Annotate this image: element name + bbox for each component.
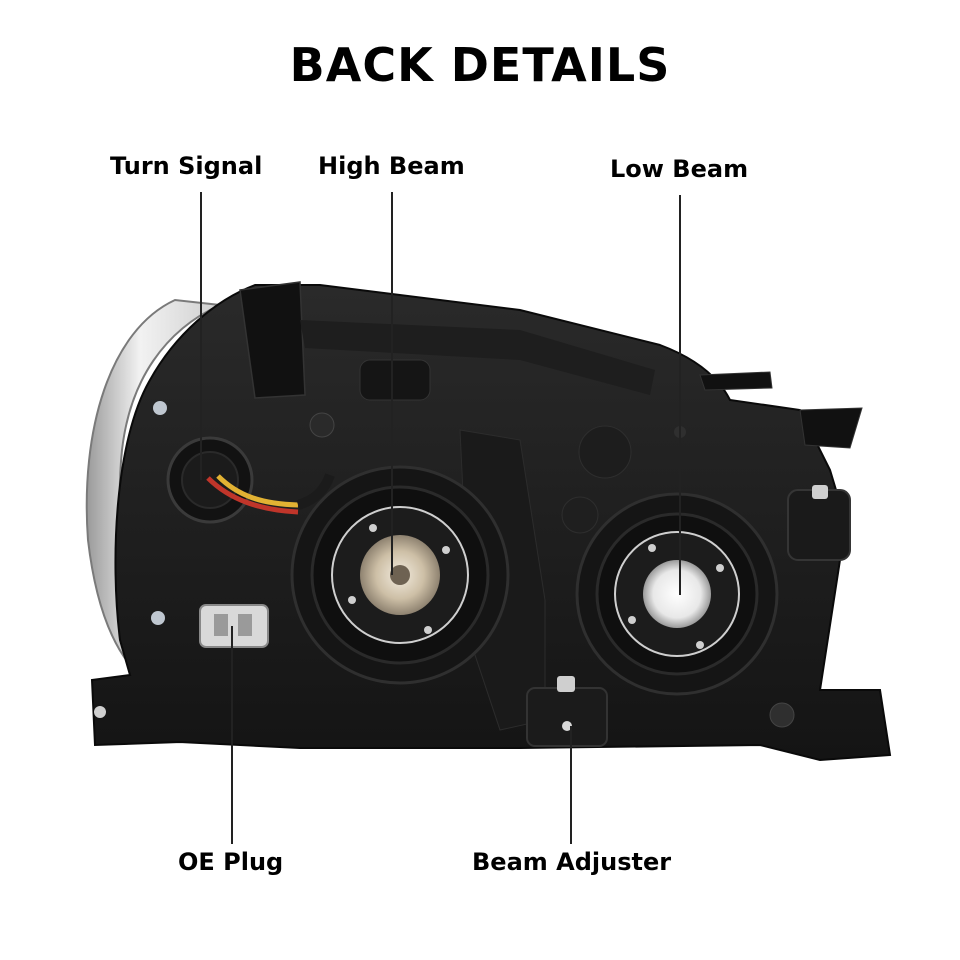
turn-signal-socket (166, 436, 335, 524)
oe-plug-label: OE Plug (178, 848, 284, 876)
turn-signal-label: Turn Signal (110, 152, 263, 180)
beam-adjuster-knob (526, 676, 608, 747)
low-beam-leader (679, 195, 681, 595)
oe-plug-leader (231, 626, 233, 844)
beam-adjuster-leader (570, 726, 572, 844)
low-beam-label: Low Beam (610, 155, 749, 183)
turn-signal-leader (200, 192, 202, 480)
high-beam-leader (391, 192, 393, 575)
page-title: BACK DETAILS (289, 38, 671, 92)
high-beam-label: High Beam (318, 152, 465, 180)
low-beam-socket (575, 492, 779, 696)
high-beam-socket (290, 465, 510, 685)
beam-adjuster-label: Beam Adjuster (472, 848, 672, 876)
oe-plug-connector (199, 604, 269, 648)
